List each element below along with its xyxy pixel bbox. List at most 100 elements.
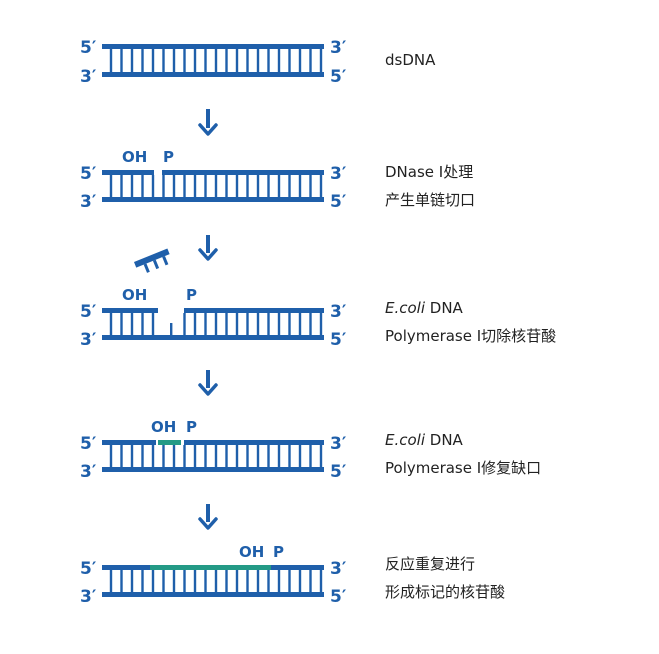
base-pair: [277, 570, 281, 592]
base-pair: [288, 570, 291, 592]
step-description: E.coli DNA Polymerase I修复缺口: [385, 430, 541, 478]
new-labeled-strand: [158, 440, 181, 445]
base-pair: [151, 49, 155, 72]
down-arrow-head: [198, 383, 218, 396]
top-strand: [102, 308, 158, 313]
base-pair: [151, 175, 155, 197]
five-prime-label: 5′: [330, 462, 347, 482]
base-pair: [120, 49, 123, 72]
desc-line: Polymerase I修复缺口: [385, 459, 542, 477]
process-arrows: [198, 109, 218, 530]
base-pair: [288, 49, 291, 72]
enzyme-icon: [134, 248, 170, 273]
base-pair: [277, 445, 281, 467]
five-prime-label: 5′: [80, 164, 97, 184]
base-pair: [246, 445, 249, 467]
base-pair: [183, 570, 186, 592]
base-pair: [120, 313, 123, 335]
base-pair: [130, 570, 134, 592]
base-pair: [162, 49, 165, 72]
base-pair: [277, 49, 281, 72]
five-prime-label: 5′: [330, 192, 347, 212]
base-pair: [120, 570, 123, 592]
base-pair: [183, 445, 186, 467]
base-pair: [267, 570, 270, 592]
base-pair: [183, 175, 186, 197]
base-pair: [214, 175, 218, 197]
down-arrow-shaft: [206, 504, 210, 522]
three-prime-label: 3′: [330, 164, 347, 184]
base-pair: [267, 49, 270, 72]
base-pair: [267, 445, 270, 467]
desc-line: 反应重复进行: [385, 555, 476, 573]
desc-line: DNase I处理: [385, 163, 474, 181]
base-pair: [225, 445, 228, 467]
oh-label: OH: [122, 286, 147, 304]
down-arrow-shaft: [206, 370, 210, 388]
enzyme-glyph: [134, 248, 170, 273]
base-pair: [288, 445, 291, 467]
desc-line: E.coli DNA: [385, 431, 463, 449]
base-pair: [214, 49, 218, 72]
base-pair: [172, 175, 176, 197]
five-prime-label: 5′: [80, 559, 97, 579]
base-pair: [246, 570, 249, 592]
base-pair: [130, 313, 134, 335]
base-pair: [193, 445, 197, 467]
base-pair: [256, 175, 260, 197]
three-prime-label: 3′: [330, 38, 347, 58]
down-arrow-shaft: [206, 235, 210, 253]
base-pair: [109, 313, 113, 335]
base-pair: [130, 49, 134, 72]
base-pair: [235, 175, 239, 197]
base-pair: [288, 175, 291, 197]
base-pair: [172, 445, 176, 467]
base-pair: [298, 570, 302, 592]
down-arrow-head: [198, 123, 218, 136]
base-pair: [172, 49, 176, 72]
new-labeled-strand: [150, 565, 271, 570]
base-pair: [130, 175, 134, 197]
desc-line: 形成标记的核苷酸: [385, 583, 506, 601]
base-pair: [170, 323, 173, 335]
base-pair: [130, 445, 134, 467]
enzyme-tooth: [152, 259, 160, 270]
oh-label: OH: [239, 543, 264, 561]
top-strand: [184, 440, 324, 445]
base-pair: [214, 570, 218, 592]
base-pair: [162, 445, 165, 467]
base-pair: [309, 175, 312, 197]
base-pair: [246, 49, 249, 72]
desc-line: Polymerase I切除核苷酸: [385, 327, 557, 345]
base-pair: [256, 49, 260, 72]
top-strand: [102, 44, 324, 49]
top-strand: [102, 440, 156, 445]
top-strand: [102, 170, 154, 175]
base-pair: [256, 570, 260, 592]
three-prime-label: 3′: [330, 434, 347, 454]
base-pair: [298, 445, 302, 467]
three-prime-label: 3′: [330, 302, 347, 322]
desc-line: 产生单链切口: [385, 191, 476, 209]
base-pair: [183, 49, 186, 72]
base-pair: [256, 445, 260, 467]
base-pair: [319, 175, 323, 197]
base-pair: [309, 49, 312, 72]
down-arrow-shaft: [206, 109, 210, 128]
base-pair: [235, 49, 239, 72]
enzyme-tooth: [143, 263, 150, 273]
base-pair: [109, 175, 113, 197]
three-prime-label: 3′: [80, 330, 97, 350]
base-pair: [109, 49, 113, 72]
top-strand: [162, 170, 324, 175]
step-description: DNase I处理 产生单链切口: [385, 162, 475, 210]
base-pair: [141, 570, 144, 592]
base-pair: [120, 175, 123, 197]
p-label: P: [186, 286, 197, 304]
desc-line: E.coli DNA: [385, 299, 463, 317]
